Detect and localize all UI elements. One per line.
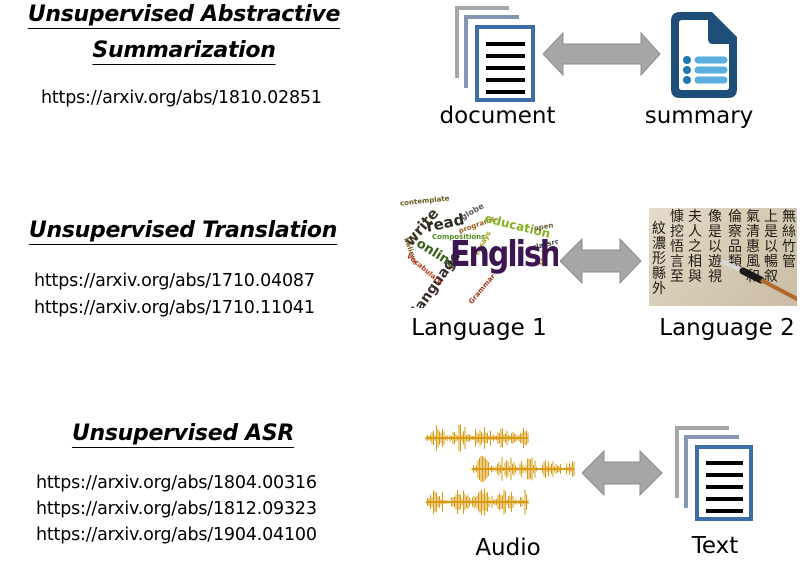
section-title-translation: Unsupervised Translation [28,218,338,243]
paper-link[interactable]: https://arxiv.org/abs/1710.04087 [34,271,315,291]
stacked-document-icon [455,6,535,102]
paper-link[interactable]: https://arxiv.org/abs/1804.00316 [36,473,317,493]
section-title-summarization-line2: Summarization [92,38,276,63]
chinese-calligraphy-image: 紋濃形縣外 慷挖悟言至 夫人之相與 像是以遊視 倫察品類 氣清惠風和 上是以暢叙… [649,208,797,306]
calligraphy-column: 紋濃形縣外 [652,221,666,297]
waveform-row [425,424,529,452]
audio-waveform-icon [425,424,575,516]
word-cloud-word: Compositions [432,233,486,241]
stacked-document-icon [675,426,753,521]
calligraphy-column: 無絲竹管 [782,209,796,270]
paper-link[interactable]: https://arxiv.org/abs/1810.02851 [41,88,322,108]
section-title-asr: Unsupervised ASR [71,421,295,446]
double-arrow-icon [543,32,661,76]
paper-link[interactable]: https://arxiv.org/abs/1904.04100 [36,525,317,545]
word-cloud-word: Grammar [467,272,497,306]
summary-label: summary [644,103,754,129]
audio-label: Audio [475,535,541,561]
waveform-row [471,455,575,483]
double-arrow-icon [582,450,663,496]
english-word-cloud-image: contemplate write read online language p… [398,196,558,308]
paper-link[interactable]: https://arxiv.org/abs/1710.11041 [34,298,315,318]
paper-link[interactable]: https://arxiv.org/abs/1812.09323 [36,499,317,519]
text-label: Text [691,533,739,559]
section-title-summarization-line1: Unsupervised Abstractive [27,2,341,27]
summary-document-icon [671,12,737,98]
calligraphy-column: 像是以遊視 [708,209,722,285]
calligraphy-column: 夫人之相與 [688,209,702,285]
calligraphy-column: 上是以暢叙 [764,209,778,285]
language-1-label: Language 1 [411,315,547,341]
calligraphy-column: 慷挖悟言至 [670,209,684,285]
word-cloud-main-word: English [450,233,558,276]
brush-icon [721,260,797,302]
word-cloud-word: contemplate [399,196,450,208]
waveform-row [425,488,529,516]
double-arrow-icon [560,238,642,284]
document-label: document [439,103,556,129]
language-2-label: Language 2 [659,315,795,341]
